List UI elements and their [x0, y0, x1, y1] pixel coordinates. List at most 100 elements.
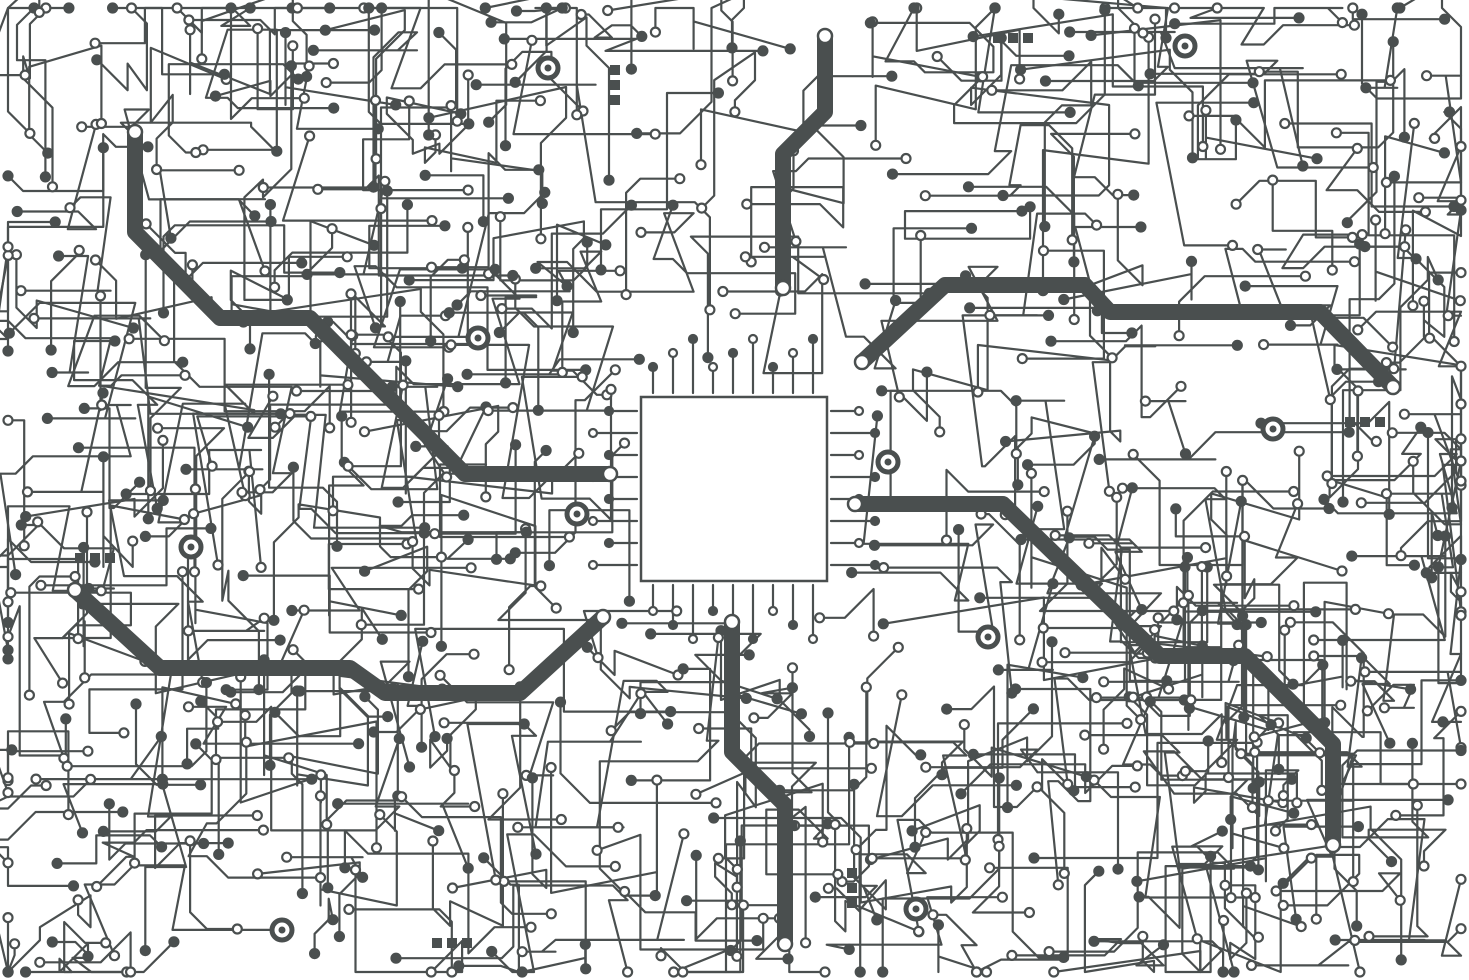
circuit-trace	[6, 133, 149, 193]
trace-pad	[1246, 801, 1259, 814]
trace-pad	[403, 95, 415, 107]
trace-pad	[1126, 327, 1138, 339]
trace-pad	[734, 835, 746, 847]
trace-pad	[446, 882, 459, 894]
trace-pad	[1252, 931, 1265, 943]
trace-pad	[212, 559, 224, 571]
circuit-trace	[6, 730, 70, 816]
circuit-trace	[712, 816, 968, 904]
trace-pad	[5, 587, 17, 599]
trace-pad	[609, 364, 621, 376]
circuit-trace	[520, 375, 613, 521]
trace-pad	[1230, 198, 1242, 210]
circuit-trace	[924, 748, 1120, 871]
trace-pad	[893, 391, 905, 403]
circuit-trace	[186, 700, 220, 765]
trace-pad	[1169, 18, 1181, 30]
trace-pad	[376, 633, 388, 645]
trace-pad	[249, 210, 261, 222]
trace-pad	[369, 322, 382, 334]
trace-pad	[1186, 152, 1199, 164]
circuit-trace	[694, 653, 811, 738]
circuit-trace	[281, 134, 434, 222]
circuit-trace	[0, 6, 70, 77]
trace-pad	[1013, 73, 1026, 85]
trace-pad	[710, 797, 722, 809]
trace-pad	[1043, 945, 1055, 958]
circuit-trace	[490, 6, 564, 24]
circuit-trace	[176, 0, 308, 78]
trace-pad	[817, 273, 830, 286]
trace-pad	[959, 854, 971, 866]
trace-pad	[180, 463, 192, 475]
trace-pad	[1299, 270, 1312, 282]
circuit-trace	[980, 513, 1021, 641]
trace-pad	[426, 215, 438, 227]
trace-pad	[712, 631, 725, 644]
trace-pad	[483, 116, 495, 128]
trace-pad	[1293, 12, 1305, 24]
bus-end-pad	[853, 353, 871, 371]
trace-pad	[1352, 324, 1364, 336]
trace-pad	[475, 289, 487, 302]
trace-pad	[1321, 470, 1333, 482]
trace-pad	[1354, 966, 1366, 978]
trace-pad	[1066, 234, 1078, 246]
trace-pad	[2, 616, 14, 629]
trace-pad	[510, 5, 523, 17]
trace-pad	[1455, 744, 1467, 757]
trace-pad	[915, 749, 927, 761]
trace-pad	[198, 837, 210, 850]
trace-pad	[1442, 794, 1454, 806]
trace-pad	[290, 385, 303, 397]
trace-pad	[1391, 2, 1403, 14]
trace-pad	[757, 912, 769, 924]
trace-pad	[151, 502, 163, 515]
trace-pad	[259, 265, 271, 277]
bus-trace	[127, 124, 618, 482]
circuit-trace	[534, 692, 642, 829]
circuit-trace	[0, 403, 132, 576]
trace-pad	[1027, 703, 1040, 715]
circuit-trace	[1014, 687, 1092, 886]
circuit-trace	[1242, 539, 1344, 719]
trace-pad	[264, 759, 276, 771]
circuit-trace	[144, 778, 313, 952]
circuit-trace	[244, 714, 378, 849]
trace-pad	[1308, 634, 1320, 646]
trace-pad	[932, 919, 945, 931]
circuit-trace	[8, 301, 137, 420]
trace-pad	[1308, 650, 1320, 662]
trace-pad	[1408, 117, 1420, 130]
circuit-trace	[490, 833, 617, 974]
trace-pad	[56, 677, 69, 689]
trace-pad	[649, 26, 662, 38]
trace-pad	[1387, 341, 1399, 353]
trace-pad	[712, 852, 725, 865]
circuit-trace	[1367, 804, 1429, 938]
trace-pad	[1001, 801, 1014, 814]
circuit-trace	[1244, 285, 1339, 346]
circuit-trace	[173, 273, 293, 494]
trace-pad	[281, 851, 293, 863]
trace-pad	[912, 925, 925, 938]
circuit-trace	[945, 685, 1039, 809]
trace-pad	[258, 612, 270, 624]
trace-pad	[693, 722, 705, 735]
trace-pad	[372, 123, 384, 135]
trace-pad	[704, 304, 716, 316]
trace-pad	[439, 220, 451, 232]
trace-pad	[23, 689, 35, 701]
trace-pad	[1112, 863, 1124, 875]
circuit-trace	[853, 783, 887, 974]
trace-pad	[533, 164, 545, 176]
trace-pad	[1423, 332, 1436, 344]
trace-pad	[304, 130, 316, 142]
trace-pad	[376, 2, 388, 14]
circuit-trace	[1182, 601, 1239, 626]
circuit-trace	[1189, 502, 1299, 701]
trace-pad	[502, 192, 514, 204]
trace-pad	[740, 692, 752, 705]
trace-pad	[1261, 650, 1273, 663]
bus-end-pad	[776, 935, 794, 953]
